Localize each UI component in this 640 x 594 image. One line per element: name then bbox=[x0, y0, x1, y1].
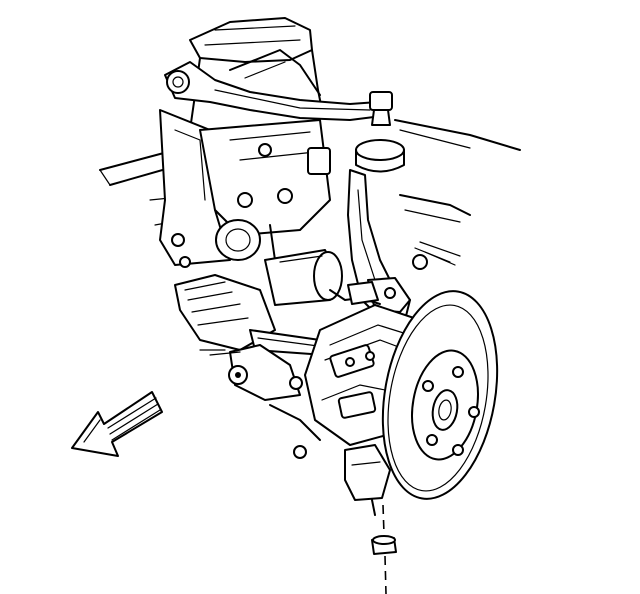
lower-control-arm bbox=[199, 344, 321, 459]
direction-arrow-icon bbox=[71, 391, 163, 457]
lower-ball-joint bbox=[344, 444, 391, 516]
upper-ball-joint bbox=[355, 91, 405, 173]
brake-rotor bbox=[381, 290, 499, 500]
ball-joint-nut bbox=[371, 504, 397, 594]
drive-axle bbox=[174, 249, 343, 356]
frame-bracket bbox=[159, 109, 331, 281]
